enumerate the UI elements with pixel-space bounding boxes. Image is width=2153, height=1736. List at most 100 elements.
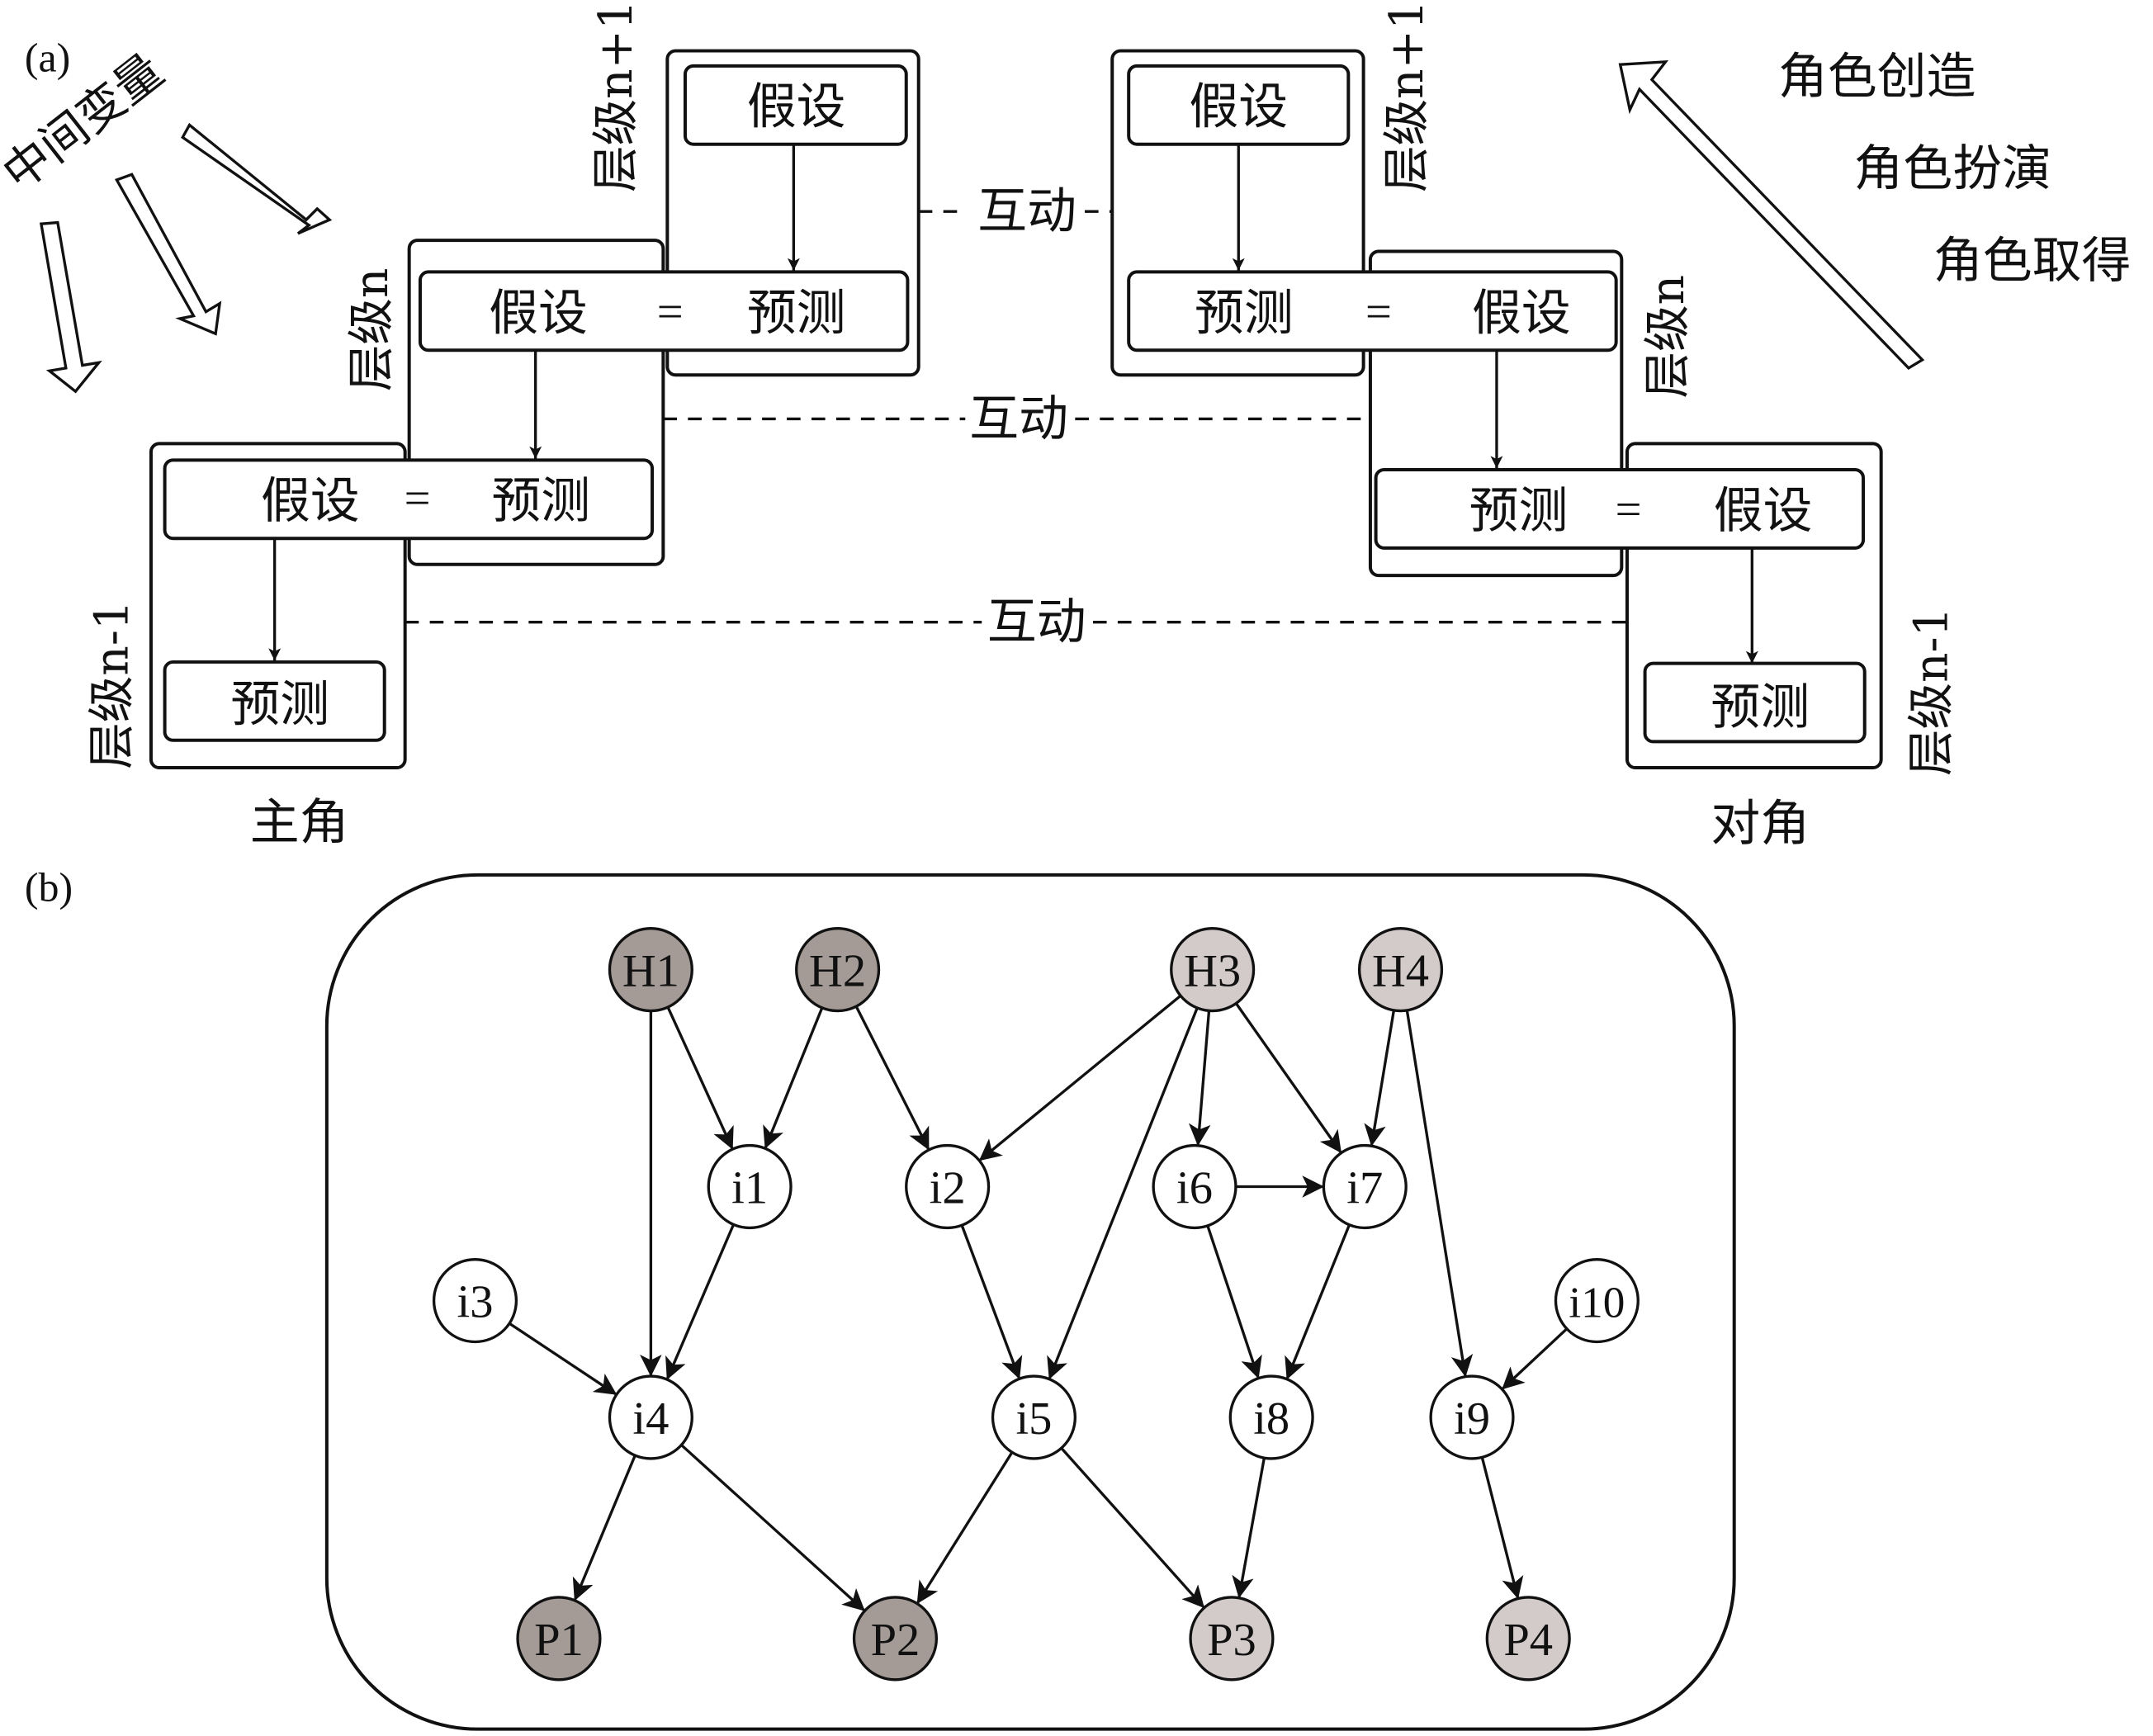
- edge-i9-to-P4: [1480, 1457, 1524, 1600]
- node-circle: [608, 927, 693, 1013]
- node-label: H2: [809, 946, 866, 997]
- node-i5: i5: [991, 1374, 1076, 1460]
- edge-H2-to-i1: [763, 1007, 824, 1149]
- protagonist-level-n-minus-1-label: 层级n-1: [86, 600, 140, 769]
- node-label: H1: [622, 946, 679, 997]
- panel-a: (a) 中间变量 假设 层级n+1 假设 = 预测 层级n 假设 = 预测 预测: [0, 0, 2131, 853]
- node-label: i2: [930, 1162, 966, 1213]
- protagonist-level-n-minus-1-equation-box: [163, 458, 655, 541]
- counterpart-level-n-label: 层级n: [1641, 275, 1695, 399]
- node-circle: [1554, 1258, 1640, 1344]
- hollow-arrow-up-left-icon: [1618, 59, 1925, 370]
- node-label: P2: [871, 1615, 920, 1666]
- hollow-arrow-right-down-icon: [181, 122, 333, 235]
- node-P1: P1: [516, 1596, 602, 1682]
- protagonist-level-n-equation-box: [418, 270, 910, 352]
- node-circle: [707, 1143, 793, 1230]
- node-circle: [1189, 1596, 1275, 1682]
- node-circle: [1322, 1143, 1408, 1230]
- equals-sign: =: [1365, 286, 1392, 338]
- edge-i6-to-i8: [1206, 1225, 1262, 1379]
- node-circle: [1228, 1374, 1314, 1460]
- equals-sign: =: [405, 473, 431, 524]
- edge-i2-to-i5: [960, 1224, 1023, 1379]
- node-i2: i2: [905, 1143, 991, 1230]
- node-circle: [991, 1374, 1076, 1460]
- node-P2: P2: [852, 1596, 939, 1682]
- node-i3: i3: [432, 1258, 518, 1344]
- node-i9: i9: [1429, 1374, 1515, 1460]
- intermediate-arrows: [39, 122, 333, 394]
- edge-H3-to-i6: [1188, 1010, 1211, 1147]
- node-label: i7: [1346, 1162, 1383, 1213]
- counterpart-level-n-equation-box: [1127, 270, 1618, 352]
- node-circle: [1357, 927, 1444, 1013]
- node-circle: [1485, 1596, 1571, 1682]
- counterpart-level-n-plus-1-hypothesis-box: [1127, 64, 1351, 146]
- protagonist-level-n-prediction: 预测: [747, 284, 846, 342]
- node-label: i5: [1015, 1393, 1052, 1445]
- node-label: i3: [457, 1277, 494, 1328]
- edge-i7-to-i8: [1285, 1224, 1351, 1380]
- node-H1: H1: [608, 927, 693, 1013]
- counterpart-label: 对角: [1711, 795, 1810, 853]
- equals-sign: =: [1616, 485, 1642, 536]
- node-P3: P3: [1189, 1596, 1275, 1682]
- interaction-links: 互动 互动 互动: [405, 182, 1627, 651]
- counterpart-level-n-minus-1-hypothesis: 假设: [1714, 482, 1813, 540]
- node-label: P4: [1503, 1615, 1553, 1666]
- counterpart-level-n-plus-1-label: 层级n+1: [1380, 0, 1434, 192]
- counterpart-level-n-minus-1-equation-box: [1374, 468, 1866, 550]
- node-circle: [432, 1258, 518, 1344]
- protagonist-level-n-hypothesis: 假设: [489, 284, 588, 342]
- role-step-3: 角色取得: [1933, 232, 2131, 290]
- counterpart-level-n-minus-1-label: 层级n-1: [1905, 607, 1959, 776]
- node-label: H4: [1372, 946, 1429, 997]
- edge-i4-to-P1: [572, 1455, 636, 1601]
- node-circle: [608, 1374, 693, 1460]
- role-step-2: 角色扮演: [1853, 140, 2051, 198]
- node-circle: [1429, 1374, 1515, 1460]
- node-circle: [852, 1596, 939, 1682]
- protagonist-level-n-plus-1-label: 层级n+1: [589, 0, 643, 192]
- protagonist-level-n-plus-1-hypothesis-box: [683, 64, 908, 146]
- equals-sign: =: [657, 286, 684, 338]
- network-container: [324, 873, 1736, 1731]
- panel-a-label: (a): [25, 35, 70, 81]
- protagonist-level-n-minus-1-hypothesis: 假设: [261, 472, 360, 530]
- edge-i1-to-i4: [665, 1223, 736, 1380]
- node-label: i4: [632, 1393, 669, 1445]
- network-edges: [509, 994, 1569, 1611]
- node-label: i10: [1569, 1279, 1625, 1327]
- node-circle: [516, 1596, 602, 1682]
- counterpart-level-n-minus-1-prediction: 预测: [1469, 482, 1569, 540]
- edge-i5-to-P2: [916, 1451, 1014, 1604]
- edge-H4-to-i9: [1405, 1010, 1474, 1378]
- node-circle: [1170, 927, 1256, 1013]
- node-label: P1: [534, 1615, 584, 1666]
- node-circle: [1152, 1143, 1237, 1230]
- protagonist-label: 主角: [250, 794, 349, 852]
- interaction-label-upper: 互动: [977, 182, 1076, 240]
- node-i6: i6: [1152, 1143, 1237, 1230]
- node-i4: i4: [608, 1374, 693, 1460]
- node-H4: H4: [1357, 927, 1444, 1013]
- node-label: H3: [1184, 946, 1241, 997]
- edge-H2-to-i2: [854, 1005, 930, 1151]
- protagonist-level-n-minus-1-prediction: 预测: [491, 472, 590, 530]
- node-i8: i8: [1228, 1374, 1314, 1460]
- counterpart-level-n-plus-1-hypothesis: 假设: [1189, 78, 1288, 136]
- interaction-label-middle: 互动: [969, 390, 1068, 447]
- node-H2: H2: [795, 927, 881, 1013]
- node-P4: P4: [1485, 1596, 1571, 1682]
- counterpart-level-n-minus-1-bottom-prediction: 预测: [1711, 679, 1810, 736]
- counterpart-level-n-prediction: 预测: [1195, 284, 1294, 342]
- node-circle: [905, 1143, 991, 1230]
- node-label: P3: [1207, 1615, 1256, 1666]
- protagonist-level-n-minus-1-bottom-prediction: 预测: [230, 675, 329, 733]
- node-i7: i7: [1322, 1143, 1408, 1230]
- edge-i10-to-i9: [1502, 1327, 1569, 1390]
- interaction-label-lower: 互动: [987, 594, 1086, 651]
